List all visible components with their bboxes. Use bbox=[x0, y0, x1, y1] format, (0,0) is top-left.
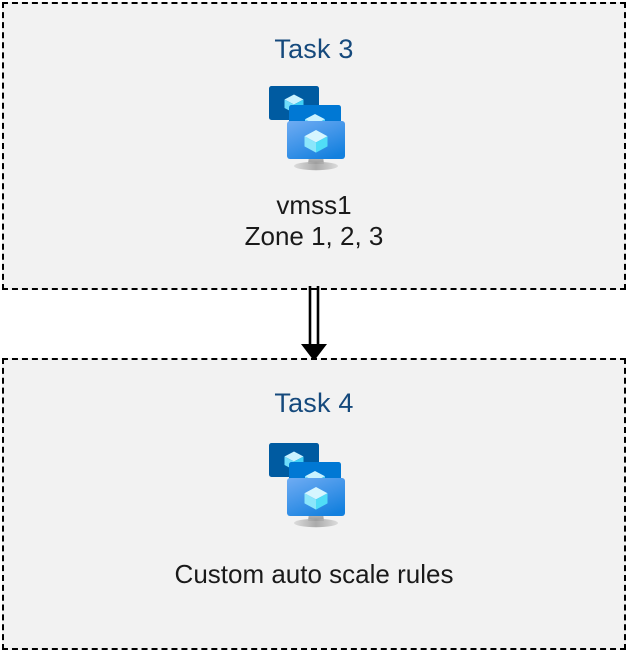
task-box-task-4: Task 4 bbox=[2, 358, 626, 650]
task-4-caption-line-1: Custom auto scale rules bbox=[174, 559, 454, 589]
task-3-caption: vmss1 Zone 1, 2, 3 bbox=[245, 190, 384, 251]
vm-scale-set-icon bbox=[263, 439, 365, 531]
task-box-task-3: Task 3 bbox=[2, 2, 626, 290]
task-3-heading: Task 3 bbox=[274, 34, 354, 64]
task-3-caption-line-2: Zone 1, 2, 3 bbox=[244, 220, 384, 251]
vm-scale-set-icon bbox=[263, 82, 365, 174]
task-3-caption-line-1: vmss1 bbox=[276, 190, 352, 220]
task-4-heading: Task 4 bbox=[274, 388, 354, 418]
double-line-down-arrow bbox=[292, 286, 336, 362]
task-4-caption: Custom auto scale rules bbox=[175, 559, 454, 590]
